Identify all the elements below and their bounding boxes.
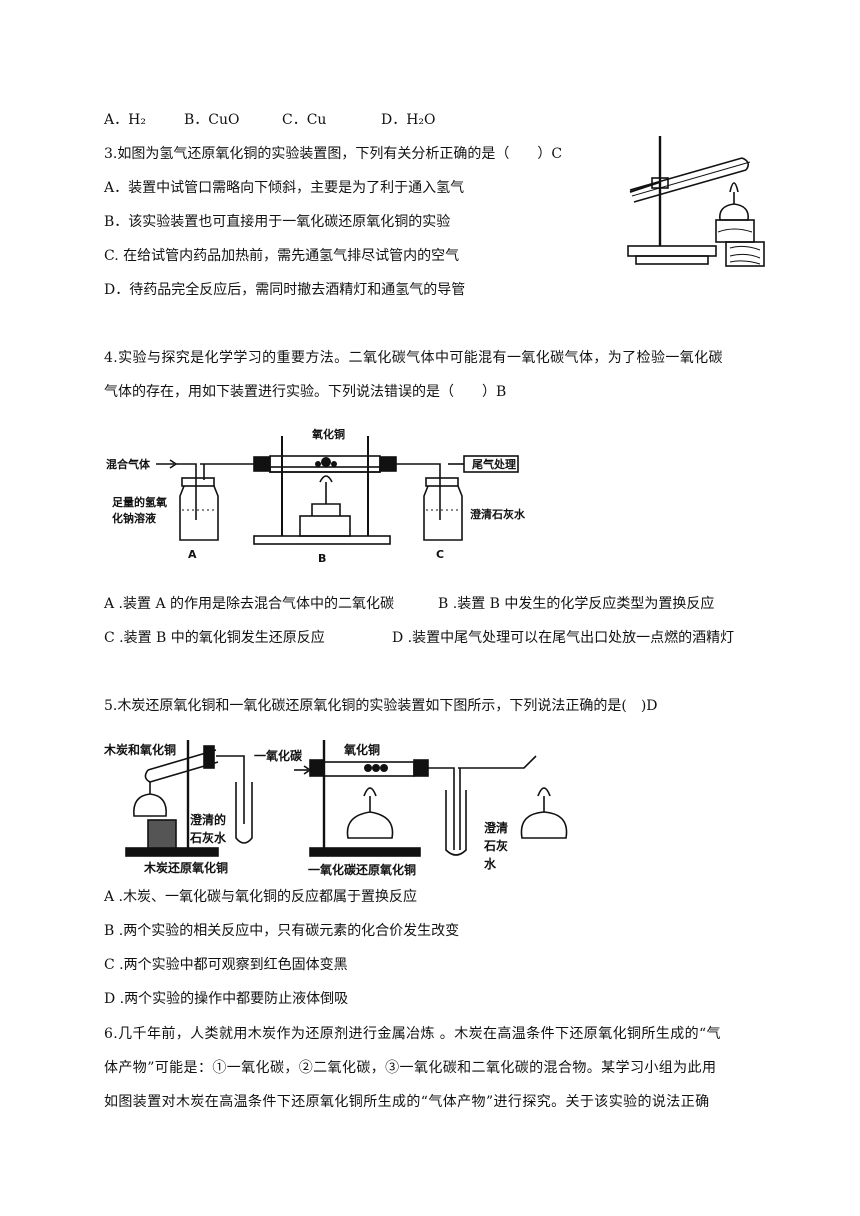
q4-fig-label-a: A (188, 548, 197, 561)
q3-option-d: D．待药品完全反应后，需同时撤去酒精灯和通氢气的导管 (104, 282, 466, 298)
q5-option-a: A .木炭、一氧化碳与氧化铜的反应都属于置换反应 (104, 889, 418, 905)
q5-option-d: D .两个实验的操作中都要防止液体倒吸 (104, 991, 349, 1007)
q4-fig-tail: 尾气处理 (471, 457, 516, 471)
q4-fig-label-b: B (318, 552, 326, 565)
q4-fig-gas-in: 混合气体 (106, 457, 151, 471)
q5-fig-right-lime-1: 澄清 (484, 820, 508, 835)
q6-line1: 6.几千年前，人类就用木炭作为还原剂进行金属冶炼 。木炭在高温条件下还原氧化铜所… (104, 1026, 721, 1042)
q5-apparatus-figure: 木炭和氧化铜 澄清的 石灰水 木炭还原氧化铜 一氧化碳 氧化铜 澄清 石灰 水 … (104, 740, 568, 877)
q3-option-c: C. 在给试管内药品加热前，需先通氢气排尽试管内的空气 (104, 248, 460, 264)
q5-fig-right-lime-3: 水 (484, 856, 497, 871)
q5-option-b: B .两个实验的相关反应中，只有碳元素的化合价发生改变 (104, 923, 460, 939)
q2-option-b: B．CuO (184, 112, 240, 128)
q4-apparatus-figure: 混合气体 氧化铜 尾气处理 足量的氢氧 化钠溶液 澄清石灰水 A B C (106, 427, 526, 565)
q3-apparatus-figure (627, 136, 765, 267)
q5-fig-left-lime-2: 石灰水 (189, 830, 227, 845)
q5-fig-right-lime-2: 石灰 (483, 838, 508, 853)
q2-option-c: C．Cu (282, 112, 327, 128)
q4-stem-line2: 气体的存在，用如下装置进行实验。下列说法错误的是（ ）B (104, 384, 507, 400)
q4-option-a: A .装置 A 的作用是除去混合气体中的二氧化碳 (104, 596, 395, 612)
q4-fig-label-c: C (436, 548, 444, 561)
q4-option-b: B .装置 B 中发生的化学反应类型为置换反应 (438, 596, 715, 612)
q5-option-c: C .两个实验中都可观察到红色固体变黑 (104, 957, 348, 973)
q4-option-d: D .装置中尾气处理可以在尾气出口处放一点燃的酒精灯 (392, 630, 735, 646)
q5-fig-co-in: 一氧化碳 (254, 748, 303, 763)
q4-stem-line1: 4.实验与探究是化学学习的重要方法。二氧化碳气体中可能混有一氧化碳气体，为了检验… (104, 350, 723, 366)
q2-option-d: D．H₂O (381, 112, 436, 128)
q2-option-a: A．H₂ (104, 112, 146, 128)
q5-fig-left-caption: 木炭还原氧化铜 (143, 860, 228, 875)
q3-option-a: A．装置中试管口需略向下倾斜，主要是为了利于通入氢气 (104, 180, 465, 196)
q4-option-c: C .装置 B 中的氧化铜发生还原反应 (104, 630, 325, 646)
q4-fig-cuo: 氧化铜 (311, 427, 345, 441)
q5-fig-left-top: 木炭和氧化铜 (104, 742, 176, 757)
q4-fig-naoh-1: 足量的氢氧 (112, 495, 167, 509)
q5-fig-right-caption: 一氧化碳还原氧化铜 (308, 862, 416, 877)
q4-fig-limewater: 澄清石灰水 (470, 507, 526, 521)
q4-fig-naoh-2: 化钠溶液 (112, 511, 157, 525)
q6-line3: 如图装置对木炭在高温条件下还原氧化铜所生成的“气体产物”进行探究。关于该实验的说… (104, 1094, 710, 1110)
q5-stem: 5.木炭还原氧化铜和一氧化碳还原氧化铜的实验装置如下图所示，下列说法正确的是( … (104, 698, 658, 714)
q3-option-b: B．该实验装置也可直接用于一氧化碳还原氧化铜的实验 (104, 214, 451, 230)
q5-fig-left-lime-1: 澄清的 (190, 812, 226, 827)
q5-fig-cuo: 氧化铜 (343, 742, 380, 757)
q3-stem: 3.如图为氢气还原氧化铜的实验装置图，下列有关分析正确的是（ ）C (104, 146, 563, 162)
q6-line2: 体产物”可能是：①一氧化碳，②二氧化碳，③一氧化碳和二氧化碳的混合物。某学习小组… (104, 1060, 717, 1076)
